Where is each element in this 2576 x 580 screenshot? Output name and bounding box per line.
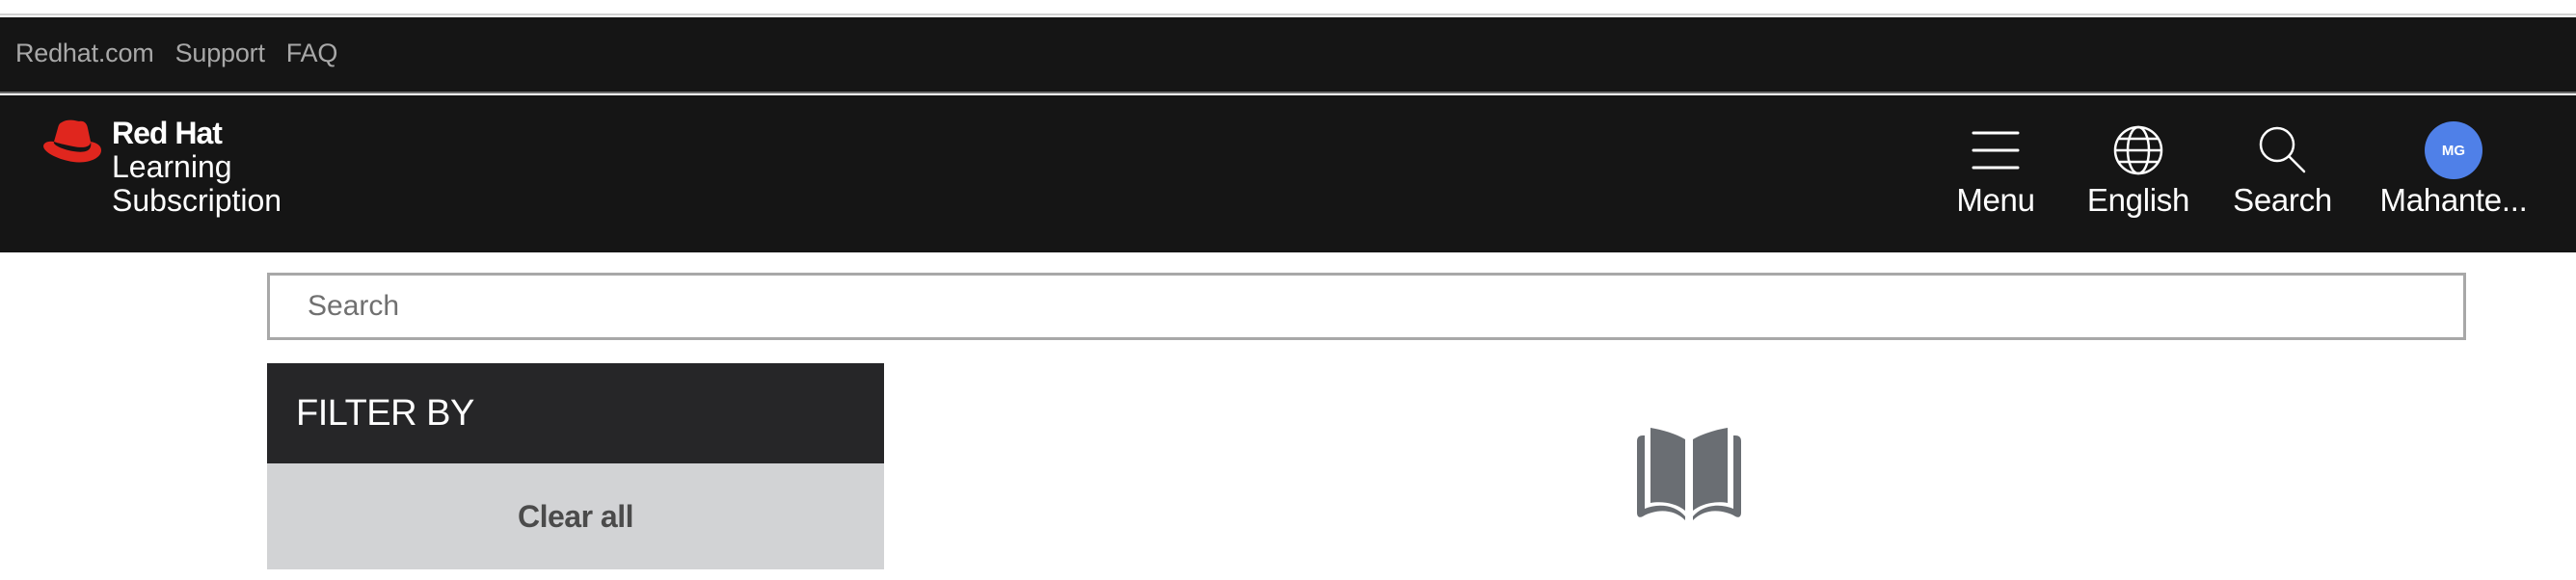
masthead: Red Hat Learning Subscription Menu (0, 95, 2576, 252)
search-nav-label: Search (2233, 182, 2332, 218)
brand-text: Red Hat Learning Subscription (112, 117, 282, 218)
filter-panel: FILTER BY Clear all (267, 363, 884, 569)
filter-header: FILTER BY (267, 363, 884, 463)
brand-line-subscription: Subscription (112, 183, 282, 218)
brand-name: Red Hat (112, 116, 223, 150)
open-book-icon (1637, 428, 1741, 520)
globe-icon (2113, 125, 2163, 175)
support-link[interactable]: Support (174, 39, 265, 67)
brand-logo-link[interactable]: Red Hat Learning Subscription (40, 117, 282, 218)
utility-links: Redhat.com Support FAQ (15, 39, 337, 68)
search-input[interactable] (267, 273, 2466, 340)
faq-link[interactable]: FAQ (285, 39, 338, 67)
search-nav-button[interactable]: Search (2227, 122, 2338, 219)
language-label: English (2086, 182, 2190, 218)
redhat-com-link[interactable]: Redhat.com (15, 39, 154, 67)
red-hat-fedora-icon (43, 119, 101, 163)
main-nav: Menu English (0, 95, 2576, 252)
top-strip (0, 0, 2576, 15)
user-menu-button[interactable]: MG Mahante... (2372, 121, 2536, 219)
menu-label: Menu (1956, 182, 2035, 218)
hamburger-icon (1972, 131, 2020, 170)
user-name-label: Mahante... (2379, 182, 2528, 218)
language-button[interactable]: English (2080, 122, 2196, 219)
utility-bar: Redhat.com Support FAQ (0, 17, 2576, 93)
menu-button[interactable]: Menu (1947, 122, 2044, 219)
avatar: MG (2425, 121, 2482, 179)
search-icon (2259, 126, 2305, 173)
clear-all-button[interactable]: Clear all (267, 463, 884, 569)
brand-line-learning: Learning (112, 149, 232, 184)
